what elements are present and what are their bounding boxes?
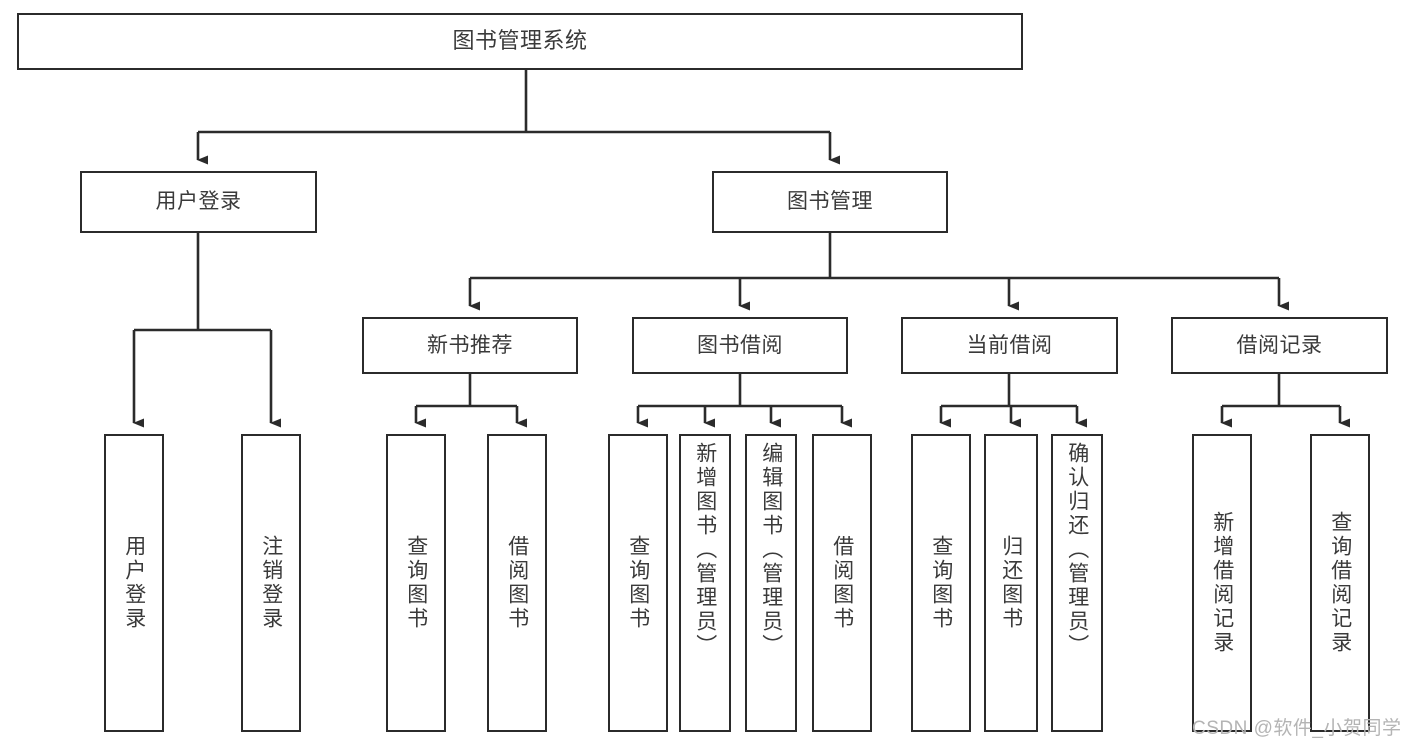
node-leaf-edit-book[interactable]: 编辑图书（管理员） <box>745 434 797 732</box>
node-leaf-return-book[interactable]: 归还图书 <box>984 434 1038 732</box>
node-user-login[interactable]: 用户登录 <box>80 171 317 233</box>
node-borrow-record[interactable]: 借阅记录 <box>1171 317 1388 374</box>
node-leaf-query-book-1[interactable]: 查询图书 <box>386 434 446 732</box>
node-user-login-label: 用户登录 <box>155 190 242 214</box>
node-root[interactable]: 图书管理系统 <box>17 13 1023 70</box>
node-borrow-record-label: 借阅记录 <box>1236 333 1323 357</box>
node-leaf-confirm-return-label: 确认归还（管理员） <box>1065 442 1089 658</box>
node-leaf-user-login[interactable]: 用户登录 <box>104 434 164 732</box>
node-leaf-edit-book-label: 编辑图书（管理员） <box>759 442 783 658</box>
watermark-text: CSDN @软件_小贺同学 <box>1192 718 1402 739</box>
node-leaf-confirm-return[interactable]: 确认归还（管理员） <box>1051 434 1103 732</box>
node-leaf-add-record-label: 新增借阅记录 <box>1210 511 1234 655</box>
node-leaf-logout[interactable]: 注销登录 <box>241 434 301 732</box>
node-book-management-label: 图书管理 <box>787 190 873 214</box>
node-leaf-borrow-book-2-label: 借阅图书 <box>830 535 854 631</box>
node-leaf-query-record[interactable]: 查询借阅记录 <box>1310 434 1370 732</box>
node-leaf-logout-label: 注销登录 <box>259 535 283 631</box>
node-leaf-borrow-book-2[interactable]: 借阅图书 <box>812 434 872 732</box>
node-leaf-query-book-1-label: 查询图书 <box>404 535 428 631</box>
node-book-borrow-label: 图书借阅 <box>697 333 783 357</box>
node-leaf-return-book-label: 归还图书 <box>999 535 1023 631</box>
node-book-management[interactable]: 图书管理 <box>712 171 948 233</box>
node-current-borrow[interactable]: 当前借阅 <box>901 317 1118 374</box>
node-leaf-add-book[interactable]: 新增图书（管理员） <box>679 434 731 732</box>
node-leaf-borrow-book-1[interactable]: 借阅图书 <box>487 434 547 732</box>
node-current-borrow-label: 当前借阅 <box>966 333 1053 357</box>
node-leaf-user-login-label: 用户登录 <box>122 535 146 631</box>
node-new-book-recommend-label: 新书推荐 <box>427 333 513 357</box>
node-leaf-query-book-3-label: 查询图书 <box>929 535 953 631</box>
node-leaf-add-book-label: 新增图书（管理员） <box>693 442 717 658</box>
node-leaf-add-record[interactable]: 新增借阅记录 <box>1192 434 1252 732</box>
node-leaf-borrow-book-1-label: 借阅图书 <box>505 535 529 631</box>
node-book-borrow[interactable]: 图书借阅 <box>632 317 848 374</box>
node-leaf-query-book-3[interactable]: 查询图书 <box>911 434 971 732</box>
node-root-label: 图书管理系统 <box>452 28 588 54</box>
node-leaf-query-book-2[interactable]: 查询图书 <box>608 434 668 732</box>
node-new-book-recommend[interactable]: 新书推荐 <box>362 317 578 374</box>
node-leaf-query-book-2-label: 查询图书 <box>626 535 650 631</box>
node-leaf-query-record-label: 查询借阅记录 <box>1328 511 1352 655</box>
